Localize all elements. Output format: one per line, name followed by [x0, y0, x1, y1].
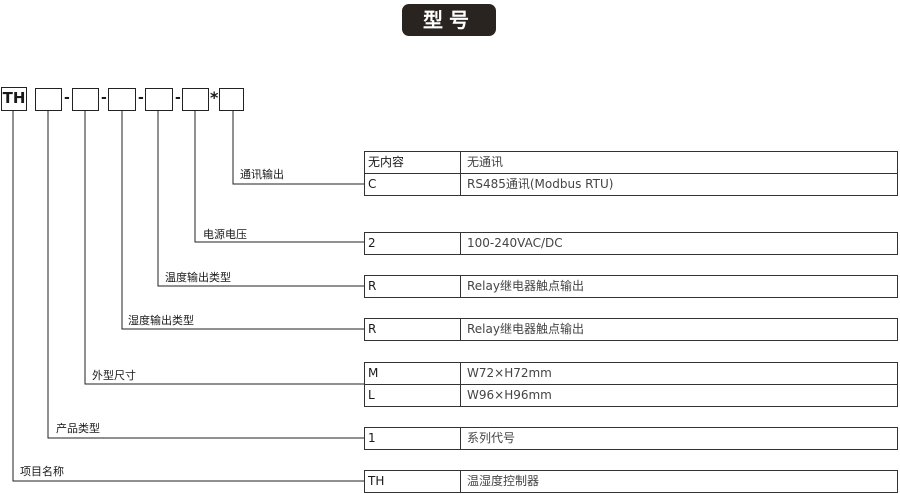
table-row: C RS485通讯(Modbus RTU)	[365, 173, 897, 195]
option-code: L	[365, 385, 461, 406]
option-code: R	[365, 276, 461, 297]
code-box-power	[182, 88, 209, 111]
leader-project-name	[12, 111, 364, 482]
option-code: R	[365, 319, 461, 340]
option-code: TH	[365, 471, 461, 492]
table-communication: 无内容 无通讯 C RS485通讯(Modbus RTU)	[364, 151, 898, 196]
table-row: L W96×H96mm	[365, 384, 897, 406]
code-box-communication	[219, 88, 244, 111]
label-project-name: 项目名称	[20, 465, 64, 478]
option-code: M	[365, 363, 461, 384]
code-box-product-type	[35, 88, 62, 111]
table-temperature-output: R Relay继电器触点输出	[364, 275, 898, 298]
table-row: M W72×H72mm	[365, 363, 897, 384]
label-size: 外型尺寸	[92, 369, 136, 382]
leader-temperature-output	[157, 111, 364, 287]
leader-size	[84, 111, 364, 385]
code-box-humidity-output	[108, 88, 136, 111]
label-power: 电源电压	[203, 228, 247, 241]
option-desc: RS485通讯(Modbus RTU)	[467, 177, 614, 191]
option-desc: 系列代号	[467, 431, 516, 445]
table-power: 2 100-240VAC/DC	[364, 232, 898, 255]
label-humidity-output: 湿度输出类型	[128, 314, 194, 327]
table-size: M W72×H72mm L W96×H96mm	[364, 362, 898, 407]
label-communication: 通讯输出	[240, 168, 284, 181]
option-code: C	[365, 174, 461, 195]
option-desc: Relay继电器触点输出	[467, 322, 584, 336]
code-separator: -	[64, 90, 70, 106]
table-humidity-output: R Relay继电器触点输出	[364, 318, 898, 341]
code-separator: -	[138, 90, 144, 106]
code-separator: *	[210, 88, 219, 107]
table-row: 无内容 无通讯	[365, 152, 897, 173]
table-product-type: 1 系列代号	[364, 427, 898, 450]
option-desc: W72×H72mm	[467, 366, 552, 380]
label-temperature-output: 温度输出类型	[165, 271, 231, 284]
leader-humidity-output	[121, 111, 364, 330]
table-row: 2 100-240VAC/DC	[365, 233, 897, 254]
table-row: 1 系列代号	[365, 428, 897, 449]
option-desc: 100-240VAC/DC	[467, 236, 563, 250]
label-product-type: 产品类型	[56, 422, 100, 435]
option-code: 无内容	[365, 152, 461, 173]
option-desc: 无通讯	[467, 155, 504, 169]
code-box-size	[72, 88, 99, 111]
code-separator: -	[175, 90, 181, 106]
option-code: 1	[365, 428, 461, 449]
leader-communication	[232, 111, 364, 185]
table-row: R Relay继电器触点输出	[365, 319, 897, 340]
leader-power	[194, 111, 364, 243]
option-code: 2	[365, 233, 461, 254]
title-badge: 型号	[402, 4, 496, 36]
table-row: TH 温湿度控制器	[365, 471, 897, 492]
code-prefix-box: TH	[1, 87, 27, 111]
option-desc: 温湿度控制器	[467, 474, 540, 488]
leader-product-type	[47, 111, 364, 439]
code-separator: -	[101, 90, 107, 106]
code-box-temperature-output	[145, 88, 173, 111]
option-desc: W96×H96mm	[467, 388, 552, 402]
option-desc: Relay继电器触点输出	[467, 279, 584, 293]
table-project-name: TH 温湿度控制器	[364, 470, 898, 493]
table-row: R Relay继电器触点输出	[365, 276, 897, 297]
